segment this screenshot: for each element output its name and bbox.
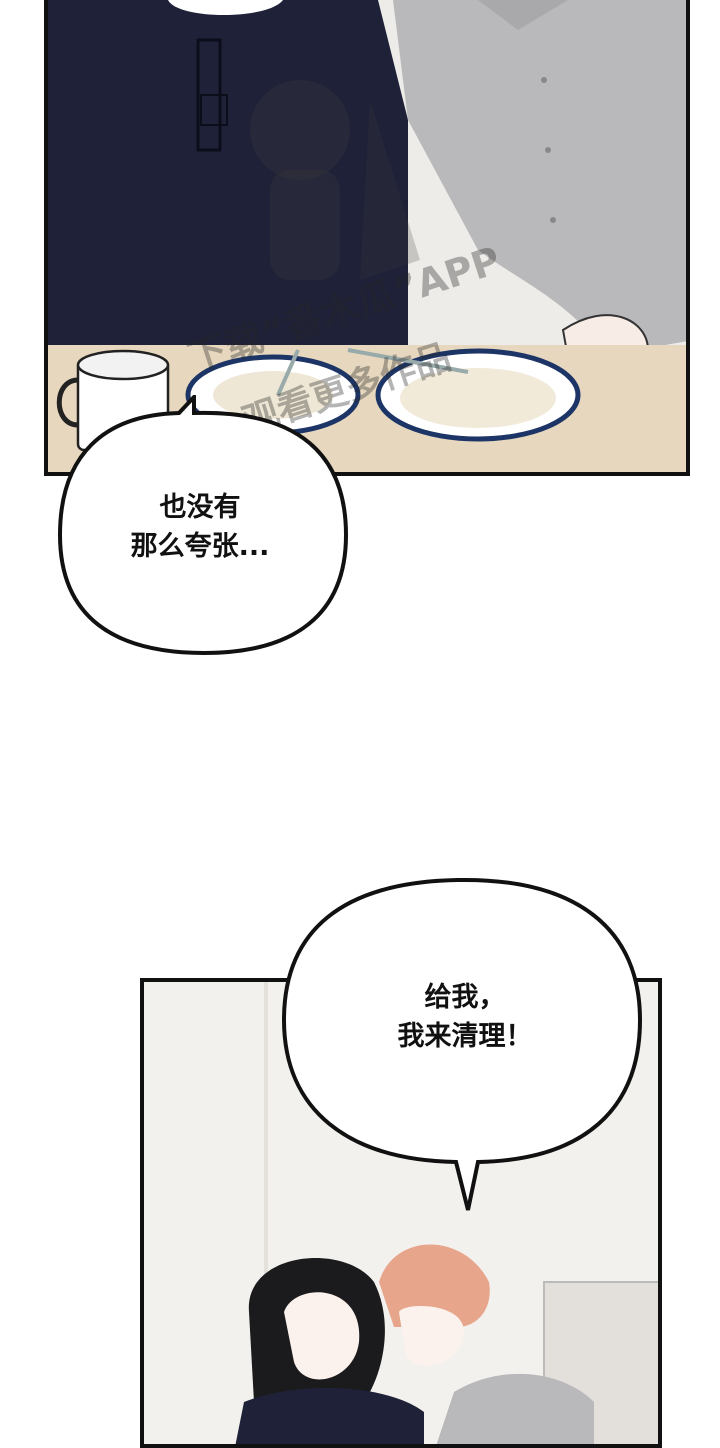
gray-shirt xyxy=(393,0,686,355)
bubble-2-line1: 给我， xyxy=(424,982,506,1013)
navy-shirt xyxy=(48,0,408,345)
bubble-1-line2: 那么夸张... xyxy=(130,531,270,563)
top-panel-art xyxy=(48,0,686,472)
orange-hair xyxy=(379,1244,490,1328)
top-panel xyxy=(44,0,690,476)
bubble-2-text: 给我， 我来清理！ xyxy=(320,978,610,1056)
bubble-1-text: 也没有 那么夸张... xyxy=(90,488,310,566)
watermark-logo-icon xyxy=(250,80,420,280)
speech-bubble-2 xyxy=(281,877,643,1211)
bubble-2-line2: 我来清理！ xyxy=(397,1021,533,1053)
bubble-1-line1: 也没有 xyxy=(159,492,241,523)
speech-bubble-1 xyxy=(57,395,349,656)
